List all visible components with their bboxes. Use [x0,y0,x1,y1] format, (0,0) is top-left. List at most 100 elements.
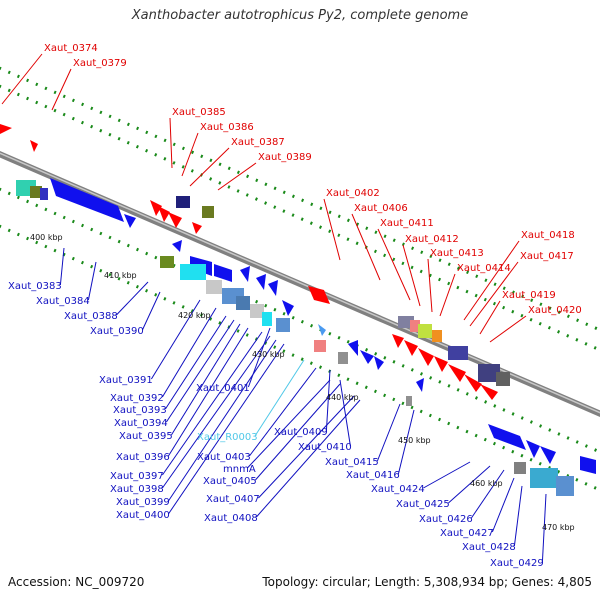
forward-gene-label[interactable]: Xaut_0418 [521,230,575,241]
forward-gene-label[interactable]: Xaut_0389 [258,152,312,163]
forward-gene-label[interactable]: Xaut_0385 [172,107,226,118]
reverse-gene-label[interactable]: Xaut_0401 [196,383,250,394]
reverse-gene-label[interactable]: Xaut_0397 [110,471,164,482]
reverse-gene-label[interactable]: Xaut_0426 [419,514,473,525]
accession-text: Accession: NC_009720 [8,575,145,589]
label-leader [161,307,217,398]
label-leader [256,399,361,518]
gene-feature [556,476,574,496]
forward-gene-label[interactable]: Xaut_0406 [354,203,408,214]
scale-tick-label: 470 kbp [542,523,575,532]
forward-gene-label[interactable]: Xaut_0379 [73,58,127,69]
forward-gene-label[interactable]: Xaut_0412 [405,234,459,245]
label-leader [376,403,401,462]
reverse-gene-label[interactable]: Xaut_0415 [325,457,379,468]
gene-feature [348,340,358,356]
reverse-gene-label[interactable]: Xaut_0405 [203,476,257,487]
reverse-gene-label[interactable]: Xaut_0391 [99,375,153,386]
reverse-gene-label[interactable]: Xaut_R0003 [197,432,258,443]
reverse-gene-label[interactable]: Xaut_0398 [110,484,164,495]
label-leader [323,198,341,261]
reverse-gene-label[interactable]: Xaut_0409 [274,427,328,438]
forward-gene-label[interactable]: Xaut_0374 [44,43,98,54]
forward-gene-label[interactable]: Xaut_0419 [502,290,556,301]
guide-ring [0,84,600,352]
gene-feature [176,196,190,208]
reverse-gene-label[interactable]: Xaut_0427 [440,528,494,539]
reverse-gene-label[interactable]: mnmA [223,464,256,475]
gene-feature [464,374,482,392]
reverse-gene-label[interactable]: Xaut_0383 [8,281,62,292]
label-leader [489,315,527,343]
reverse-gene-label[interactable]: Xaut_0407 [206,494,260,505]
forward-gene-label[interactable]: Xaut_0402 [326,188,380,199]
guide-ring [0,187,600,454]
forward-gene-label[interactable]: Xaut_0387 [231,137,285,148]
reverse-gene-label[interactable]: Xaut_0429 [490,558,544,569]
gene-feature [540,446,556,464]
gene-feature [124,214,136,228]
scale-tick-label: 410 kbp [104,271,137,280]
reverse-gene-label[interactable]: Xaut_0392 [110,393,164,404]
label-leader [397,409,415,475]
forward-gene-label[interactable]: Xaut_0411 [380,218,434,229]
gene-feature [318,324,326,336]
forward-gene-label[interactable]: Xaut_0420 [528,305,582,316]
label-leader [541,493,547,563]
gene-feature [480,384,498,400]
forward-gene-label[interactable]: Xaut_0413 [430,248,484,259]
label-leader [377,228,411,301]
gene-feature [158,206,170,222]
gene-feature [448,346,468,360]
gene-feature [240,266,250,282]
gene-feature [488,424,526,450]
label-leader [165,319,235,423]
reverse-gene-label[interactable]: Xaut_0400 [116,510,170,521]
label-leader [255,383,341,481]
gene-feature [180,264,206,280]
label-leader [463,240,520,321]
gene-feature [172,240,182,252]
label-leader [254,359,305,437]
gene-feature [418,324,432,338]
reverse-gene-label[interactable]: Xaut_0395 [119,431,173,442]
gene-feature [496,372,510,386]
reverse-gene-label[interactable]: Xaut_0403 [197,452,251,463]
reverse-gene-label[interactable]: Xaut_0408 [204,513,258,524]
reverse-gene-label[interactable]: Xaut_0425 [396,499,450,510]
gene-feature [202,206,214,218]
gene-feature [40,188,48,200]
reverse-gene-label[interactable]: Xaut_0394 [114,418,168,429]
reverse-gene-label[interactable]: Xaut_0390 [90,326,144,337]
guide-ring [0,66,600,332]
reverse-gene-label[interactable]: Xaut_0428 [462,542,516,553]
label-leader [189,147,230,187]
reverse-gene-label[interactable]: Xaut_0416 [346,470,400,481]
gene-feature [434,356,448,372]
forward-gene-label[interactable]: Xaut_0414 [457,263,511,274]
gene-feature [418,348,434,366]
label-leader [167,343,285,515]
reverse-gene-label[interactable]: Xaut_0396 [116,452,170,463]
label-leader [59,247,65,286]
label-leader [325,369,331,432]
label-leader [169,117,173,169]
label-leader [423,461,471,489]
label-leader [167,327,249,457]
reverse-gene-label[interactable]: Xaut_0388 [64,311,118,322]
forward-gene-label[interactable]: Xaut_0417 [520,251,574,262]
reverse-gene-label[interactable]: Xaut_0399 [116,497,170,508]
reverse-gene-label[interactable]: Xaut_0384 [36,296,90,307]
scale-tick-label: 420 kbp [178,311,211,320]
label-leader [339,379,351,447]
genome-summary-text: Topology: circular; Length: 5,308,934 bp… [262,575,592,589]
gene-feature [416,378,424,392]
forward-gene-label[interactable]: Xaut_0386 [200,122,254,133]
label-leader [402,244,421,307]
scale-tick-label: 460 kbp [470,479,503,488]
scale-tick-label: 400 kbp [30,233,63,242]
reverse-gene-label[interactable]: Xaut_0424 [371,484,425,495]
reverse-gene-label[interactable]: Xaut_0393 [113,405,167,416]
label-leader [1,53,43,105]
reverse-gene-label[interactable]: Xaut_0410 [298,442,352,453]
